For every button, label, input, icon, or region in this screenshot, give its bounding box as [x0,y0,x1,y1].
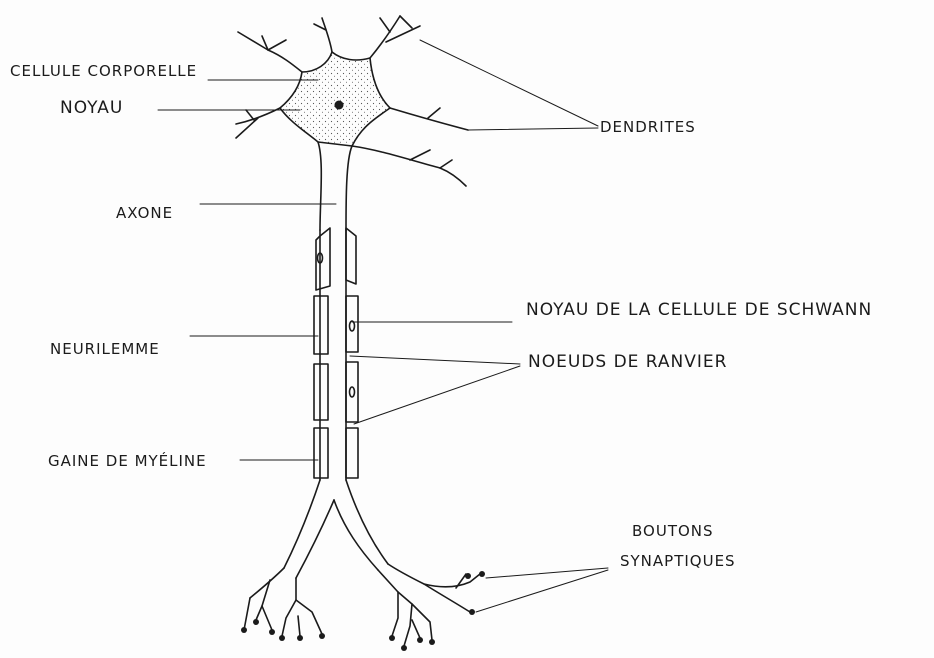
axon [318,142,352,480]
label-neurilemma: Neurilemme [50,340,160,358]
leader-lines [158,40,608,612]
label-dendrites: Dendrites [600,118,696,136]
solid-dots [241,101,485,652]
label-synaptic-buttons-line2: Synaptiques [620,552,736,570]
label-ranvier-nodes: Noeuds de Ranvier [528,352,727,372]
label-myelin-sheath: Gaine de myéline [48,452,207,470]
label-axon: Axone [116,204,173,222]
label-cell-body: Cellule corporelle [10,62,197,80]
nucleus-dot [335,101,344,110]
axon-terminal [244,480,480,646]
label-synaptic-buttons-line1: Boutons [632,522,714,540]
label-schwann-nucleus: Noyau de la cellule de Schwann [526,300,872,320]
cell-body [280,52,390,146]
label-nucleus: Noyau [60,98,123,118]
